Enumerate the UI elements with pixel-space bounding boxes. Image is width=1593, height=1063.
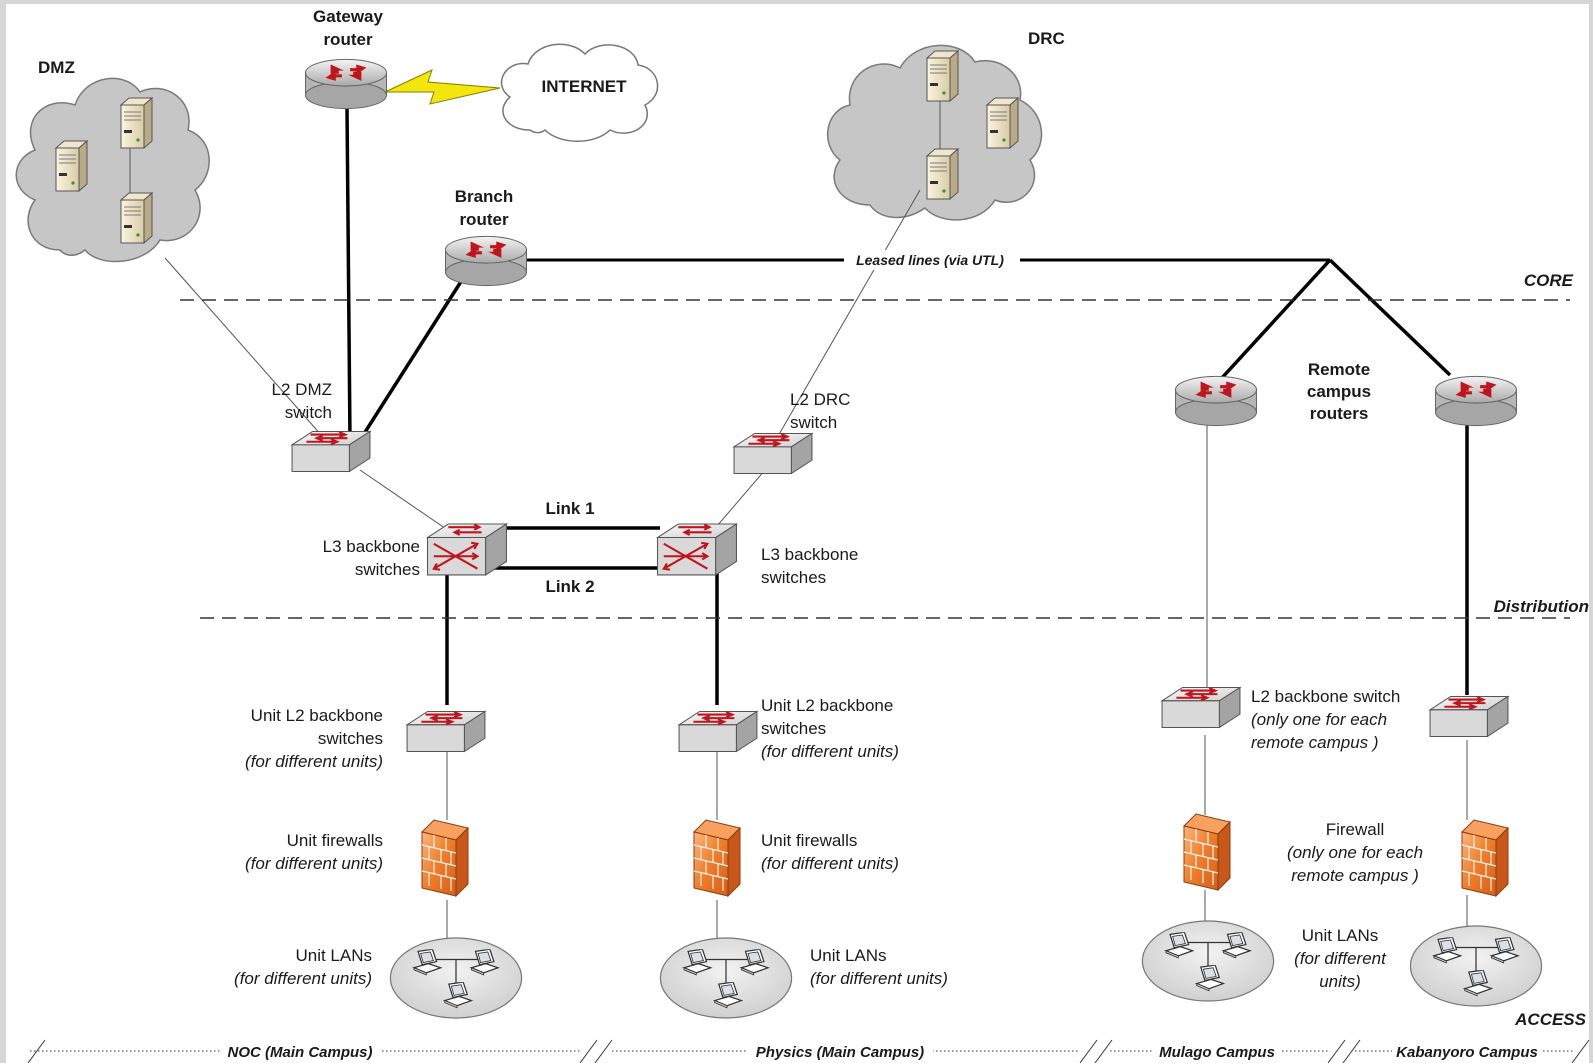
l3-backbone-switch-right-icon [656,523,738,576]
campus-label: Mulago Campus [1159,1044,1275,1061]
gateway-uplink [345,107,352,441]
campus-label-bg [747,1041,933,1061]
leased-line-label-bg [844,250,1020,270]
l2-drc-switch-label: L2 DRC [790,390,850,409]
campus-label-bg [1152,1041,1282,1061]
l3-backbone-switch-left-icon [426,523,508,576]
l2-drc-switch-icon [733,432,813,475]
remote-unit-lans-label: units) [1319,972,1361,991]
remote-campus-routers-label: Remote [1308,360,1370,379]
dmz-server-icon [120,192,153,244]
remote-l2-switch-label: remote campus ) [1251,733,1379,752]
dmz-server-icon [120,97,153,149]
unit-lans-left-label: (for different units) [234,969,372,988]
l2-dmz-switch-icon [291,430,371,473]
remote-lan-kabanyoro-icon [1410,926,1541,1006]
remote-firewall-label: (only one for each [1287,843,1423,862]
l2-dmz-switch-label: switch [285,403,332,422]
drc-cloud-icon [826,44,1043,221]
unit-l2-right-label: switches [761,719,826,738]
internet-label: INTERNET [542,77,628,96]
dmz-server-icon [55,140,88,192]
unit-firewalls-right-label: (for different units) [761,854,899,873]
unit-lans-left-label: Unit LANs [295,946,372,965]
remote-unit-lans-label: Unit LANs [1302,926,1379,945]
remote-l2-switch-label: (only one for each [1251,710,1387,729]
remote-firewall-kabanyoro-icon [1461,819,1509,897]
unit-lans-right-label: Unit LANs [810,946,887,965]
remote-l2-switch-label: L2 backbone switch [1251,687,1400,706]
campus-label: Kabanyoro Campus [1396,1044,1538,1061]
link-2-label: Link 2 [545,577,594,596]
branch-uplink [358,279,464,441]
unit-lan-right-icon [660,938,791,1018]
unit-l2-left-label: switches [318,729,383,748]
unit-l2-switch-left-icon [406,710,486,753]
remote-campus-routers-label: routers [1310,404,1369,423]
l3-backbone-left-label: L3 backbone [323,537,420,556]
gateway-router-icon [305,58,387,110]
drc-server-icon [926,148,959,200]
wan-link-lightning-icon [384,69,501,105]
unit-firewall-right-icon [693,819,741,897]
remote-router-kabanyoro-icon [1435,375,1517,427]
unit-firewalls-left-label: Unit firewalls [287,831,383,850]
remote-firewall-mulago-icon [1183,813,1231,891]
branch-router-label: Branch [455,187,514,206]
remote-unit-lans-label: (for different [1294,949,1387,968]
unit-l2-left-label: Unit L2 backbone [251,706,383,725]
unit-firewalls-right-label: Unit firewalls [761,831,857,850]
unit-lan-left-icon [390,938,521,1018]
l2-drc-switch-label: switch [790,413,837,432]
branch-router-label: router [459,210,509,229]
gateway-router-label: Gateway [313,7,383,26]
remote-campus-routers-label: campus [1307,382,1371,401]
l3-backbone-right-label: L3 backbone [761,545,858,564]
diagram-canvas [6,4,1589,1063]
l2-dmz-switch-label: L2 DMZ [272,380,332,399]
campus-label: Physics (Main Campus) [756,1044,924,1061]
l3-backbone-right-label: switches [761,568,826,587]
drc-server-icon [986,97,1019,149]
remote-firewall-label: remote campus ) [1291,866,1419,885]
campus-label-bg [1392,1041,1542,1061]
connections [129,95,1570,940]
campus-label: NOC (Main Campus) [227,1044,372,1061]
leased-line-mulago [1218,258,1332,382]
remote-router-mulago-icon [1175,375,1257,427]
unit-l2-left-label: (for different units) [245,752,383,771]
remote-firewall-label: Firewall [1326,820,1385,839]
internet-cloud-icon [500,43,659,142]
dmz-cloud-icon [15,77,210,263]
remote-l2-switch-mulago-icon [1161,686,1241,729]
unit-firewall-left-icon [421,819,469,897]
gateway-router-label: router [323,30,373,49]
remote-l2-switch-kabanyoro-icon [1429,695,1509,738]
campus-label-bg [220,1041,380,1061]
unit-l2-switch-right-icon [678,710,758,753]
leased-line-kabanyoro [1328,258,1452,377]
l3-backbone-left-label: switches [355,560,420,579]
branch-router-icon [445,235,527,287]
unit-lans-right-label: (for different units) [810,969,948,988]
unit-l2-right-label: Unit L2 backbone [761,696,893,715]
distribution-layer-label: Distribution [1494,597,1589,616]
leased-lines-label: Leased lines (via UTL) [856,252,1004,268]
unit-l2-right-label: (for different units) [761,742,899,761]
dmz-label: DMZ [38,58,75,77]
link-1-label: Link 1 [545,499,594,518]
remote-lan-mulago-icon [1142,921,1273,1001]
unit-firewalls-left-label: (for different units) [245,854,383,873]
access-layer-label: ACCESS [1514,1010,1587,1029]
core-layer-label: CORE [1524,271,1574,290]
drc-label: DRC [1028,29,1065,48]
drc-server-icon [926,50,959,102]
